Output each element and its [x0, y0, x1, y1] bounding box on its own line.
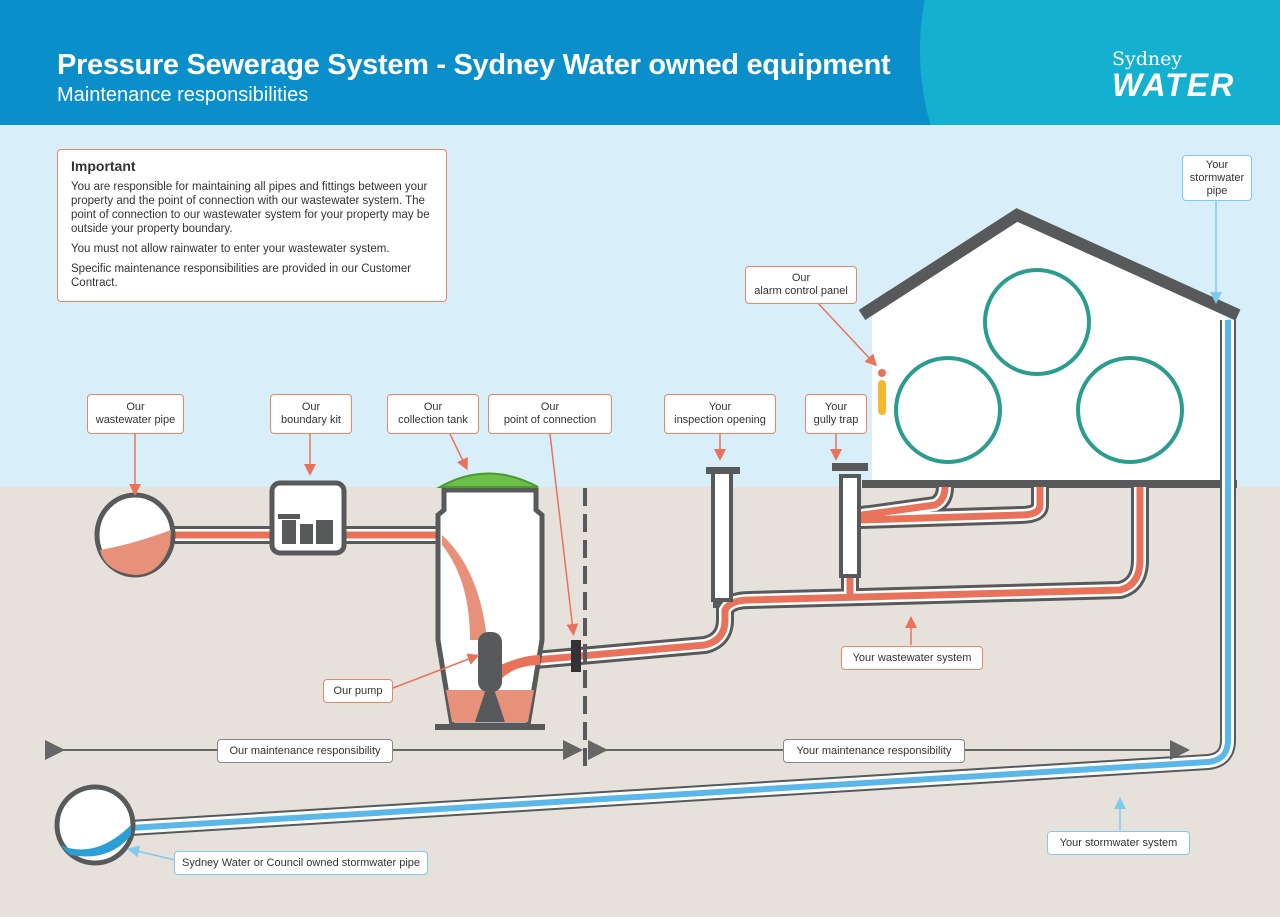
- label-line: stormwater: [1189, 171, 1245, 184]
- stormwater-pipe: [54, 320, 1236, 866]
- label-line: Our: [423, 401, 443, 413]
- label-line: wastewater pipe: [95, 414, 176, 426]
- label-line: alarm control panel: [754, 285, 848, 297]
- label-line: Your: [824, 401, 848, 413]
- logo-line-2: WATER: [1112, 67, 1236, 103]
- label-line: Our: [791, 272, 811, 284]
- laundry-inset: [894, 356, 1002, 464]
- label-your-wastewater-system: Your wastewater system: [841, 646, 983, 670]
- header-curve: [920, 0, 1280, 125]
- label-line: Our: [301, 401, 321, 413]
- label-line: Our: [540, 401, 560, 413]
- collection-tank: [435, 472, 581, 730]
- notice-heading: Important: [71, 158, 136, 174]
- label-our-responsibility: Our maintenance responsibility: [217, 739, 393, 763]
- label-line: Our: [126, 401, 145, 413]
- label-line: Your: [1205, 158, 1229, 171]
- label-line: boundary kit: [281, 414, 341, 426]
- logo-line-1: Sydney: [1112, 48, 1183, 70]
- wastewater-main: [94, 492, 176, 578]
- label-line: gully trap: [813, 414, 859, 426]
- label-line: point of connection: [503, 414, 597, 426]
- label-council-stormwater-pipe: Sydney Water or Council owned stormwater…: [174, 851, 428, 875]
- sydney-water-logo: Sydney WATER: [1112, 48, 1236, 103]
- label-your-responsibility: Your maintenance responsibility: [783, 739, 965, 763]
- notice-paragraph: Specific maintenance responsibilities ar…: [71, 263, 412, 289]
- label-line: collection tank: [398, 414, 468, 426]
- page-title: Pressure Sewerage System - Sydney Water …: [57, 49, 891, 81]
- fixture-insets: [894, 268, 1184, 464]
- label-line: pipe: [1206, 184, 1228, 197]
- page-subtitle: Maintenance responsibilities: [57, 84, 309, 106]
- notice-paragraph: You must not allow rainwater to enter yo…: [71, 243, 390, 255]
- notice-paragraph: You are responsible for maintaining all …: [71, 181, 430, 235]
- label-pump: Our pump: [323, 679, 393, 703]
- kitchen-inset: [983, 268, 1091, 376]
- bathroom-inset: [1076, 356, 1184, 464]
- important-notice: Important You are responsible for mainta…: [57, 149, 447, 302]
- header-banner: Pressure Sewerage System - Sydney Water …: [0, 0, 1280, 125]
- boundary-kit: [269, 480, 347, 556]
- label-line: Your: [708, 401, 732, 413]
- label-your-stormwater-system: Your stormwater system: [1047, 831, 1190, 855]
- label-line: inspection opening: [674, 414, 766, 426]
